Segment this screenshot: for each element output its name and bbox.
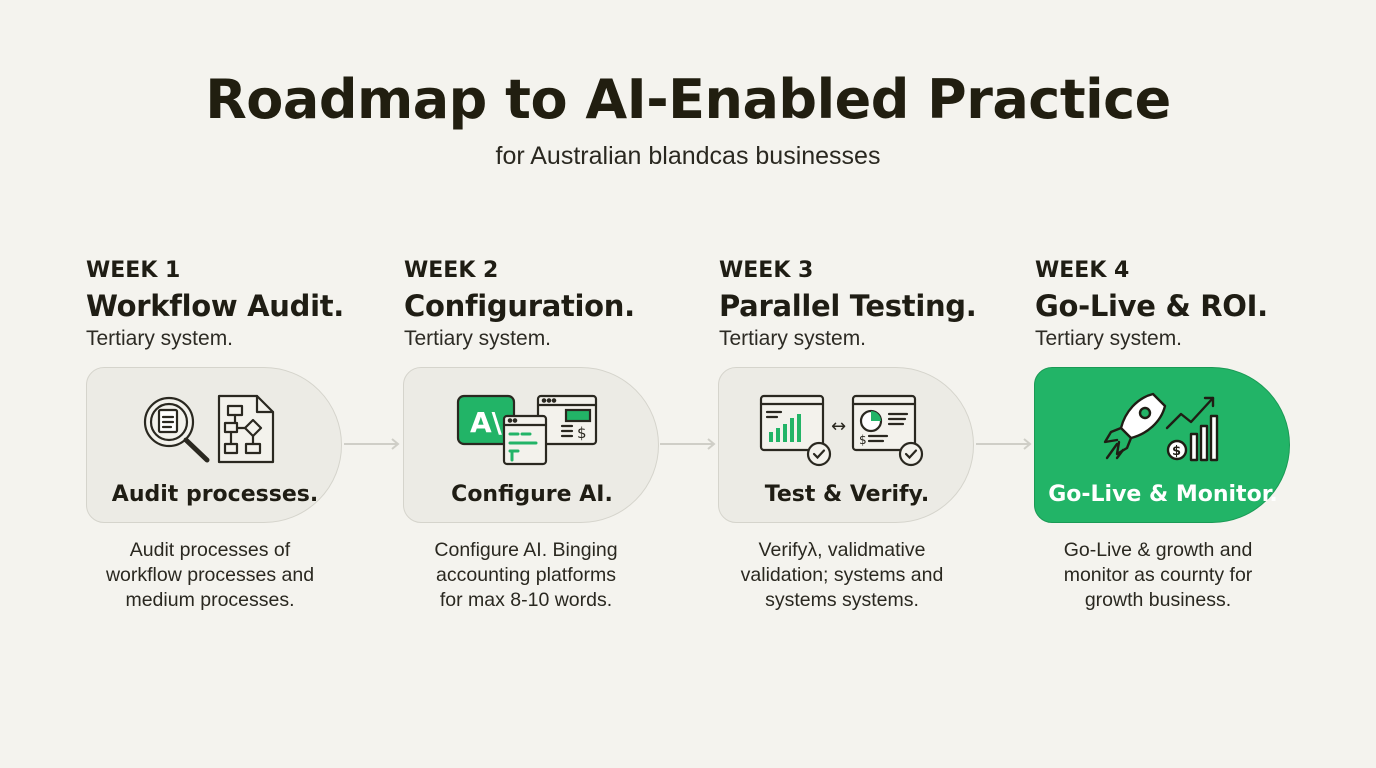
card-label: Go-Live & Monitor.: [1048, 482, 1278, 507]
step-week-2: WEEK 2 Configuration. Tertiary system.: [404, 258, 704, 351]
step-description-2: Configure AI. Binging accounting platfor…: [434, 539, 618, 611]
svg-text:$: $: [1172, 444, 1181, 459]
step-week-3: WEEK 3 Parallel Testing. Tertiary system…: [719, 258, 1019, 351]
week-label: WEEK 1: [86, 258, 181, 283]
step-tagline: Tertiary system.: [1035, 327, 1183, 350]
step-card-2: A\ $ Configure AI.: [403, 367, 659, 523]
step-tagline: Tertiary system.: [719, 327, 867, 350]
step-tagline: Tertiary system.: [86, 327, 234, 350]
step-card-1: Audit processes.: [86, 367, 342, 523]
accounting-window-icon: $: [502, 394, 598, 466]
svg-text:$: $: [577, 424, 587, 442]
step-card-3: ↔ $ Test & Verify.: [718, 367, 974, 523]
step-tagline: Tertiary system.: [404, 327, 552, 350]
growth-chart-dollar-icon: $: [1165, 396, 1219, 462]
step-description-3: Verifyλ, validmative validation; systems…: [740, 539, 944, 611]
page-subtitle: for Australian blandcas businesses: [495, 142, 881, 170]
magnifier-document-icon: [143, 396, 210, 463]
step-heading: Go-Live & ROI.: [1035, 289, 1268, 323]
card-label: Test & Verify.: [764, 482, 930, 507]
step-description-4: Go-Live & growth and monitor as cournty …: [1063, 539, 1253, 611]
step-description-1: Audit processes of workflow processes an…: [105, 539, 315, 611]
flowchart-document-icon: [217, 394, 275, 464]
svg-text:$: $: [859, 433, 867, 447]
step-card-4: $ Go-Live & Monitor.: [1034, 367, 1290, 523]
rocket-icon: [1103, 392, 1167, 460]
week-label: WEEK 2: [404, 258, 499, 283]
compare-arrow-icon: ↔: [831, 416, 846, 437]
arrow-right-icon: [344, 438, 400, 450]
step-week-4: WEEK 4 Go-Live & ROI. Tertiary system.: [1035, 258, 1335, 351]
step-week-1: WEEK 1 Workflow Audit. Tertiary system.: [86, 258, 386, 351]
bar-chart-window-check-icon: [759, 394, 832, 467]
svg-text:A\: A\: [470, 406, 503, 439]
step-heading: Parallel Testing.: [719, 289, 977, 323]
card-label: Audit processes.: [111, 482, 319, 507]
week-label: WEEK 4: [1035, 258, 1130, 283]
step-heading: Workflow Audit.: [86, 289, 345, 323]
pie-chart-window-check-icon: $: [851, 394, 924, 467]
arrow-right-icon: [976, 438, 1032, 450]
page-title: Roadmap to AI-Enabled Practice: [205, 68, 1171, 131]
week-label: WEEK 3: [719, 258, 814, 283]
card-label: Configure AI.: [451, 482, 613, 507]
step-heading: Configuration.: [404, 289, 635, 323]
arrow-right-icon: [660, 438, 716, 450]
